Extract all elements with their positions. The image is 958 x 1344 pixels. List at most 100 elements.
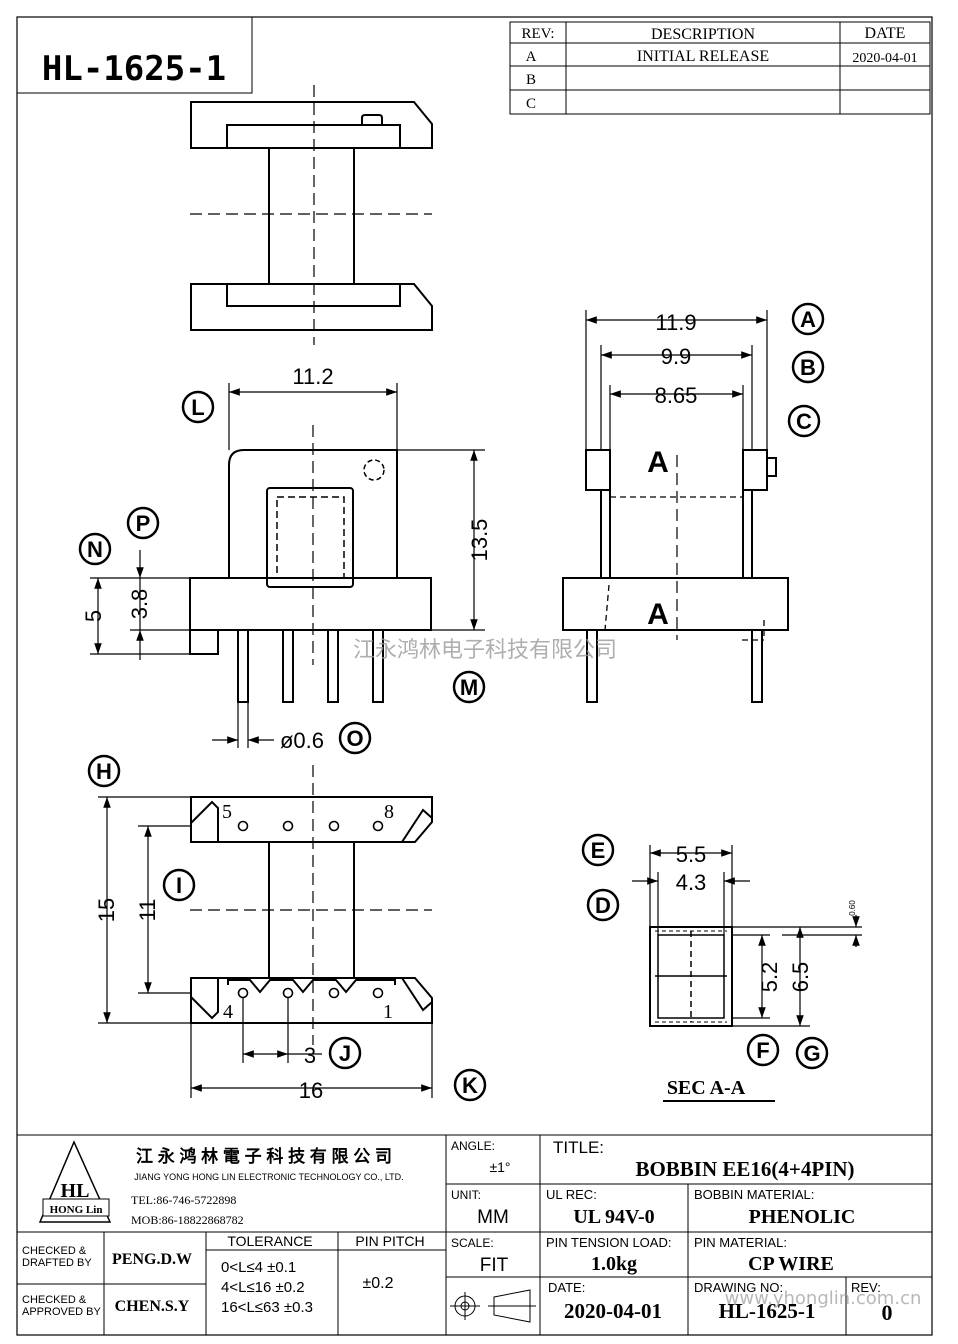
drawing-number: HL-1625-1 — [42, 49, 226, 89]
pin-number-4: 4 — [223, 1001, 233, 1023]
ul-rec-label: UL REC: — [546, 1187, 597, 1202]
callout-j: J — [328, 1036, 362, 1070]
pin-number-8: 8 — [384, 801, 394, 823]
callout-b: B — [791, 350, 825, 384]
pin-material-label: PIN MATERIAL: — [694, 1235, 787, 1250]
dim-6-5: 6.5 — [788, 962, 813, 993]
rev-row-a-date: 2020-04-01 — [852, 51, 917, 66]
callout-d: D — [586, 888, 620, 922]
angle-label: ANGLE: — [451, 1139, 495, 1153]
pin-material-value: CP WIRE — [748, 1253, 834, 1275]
rev-label: REV: — [851, 1280, 881, 1295]
top-view — [190, 101, 433, 331]
ul-rec-value: UL 94V-0 — [573, 1206, 654, 1228]
checked-drafted-label-1: CHECKED & — [22, 1245, 87, 1257]
callout-m: M — [452, 670, 486, 704]
bottom-view-dims — [98, 796, 433, 1098]
title-value: BOBBIN EE16(4+4PIN) — [635, 1157, 854, 1181]
projection-symbol — [450, 1289, 536, 1323]
callout-k: K — [453, 1068, 487, 1102]
drawing-no-value: HL-1625-1 — [719, 1299, 816, 1323]
callout-p: P — [126, 506, 160, 540]
watermark: 江永鸿林电子科技有限公司 — [353, 638, 617, 663]
bottom-view-pins — [237, 820, 384, 999]
bobbin-material-label: BOBBIN MATERIAL: — [694, 1187, 814, 1202]
rev-row-a-rev: A — [526, 49, 537, 65]
section-marker-bottom: A — [647, 598, 669, 631]
dim-13-5: 13.5 — [467, 519, 492, 562]
rev-header: REV: — [521, 26, 554, 42]
date-label: DATE: — [548, 1280, 585, 1295]
checked-approved-label-2: APPROVED BY — [22, 1306, 102, 1318]
dim-5: 5 — [81, 610, 106, 622]
tolerance-label: TOLERANCE — [227, 1233, 312, 1249]
section-view — [649, 926, 733, 1027]
tolerance-row-2: 4<L≤16 ±0.2 — [221, 1279, 305, 1296]
date-header: DATE — [865, 25, 906, 42]
dim-5-2: 5.2 — [757, 962, 782, 993]
company-name-en: JIANG YONG HONG LIN ELECTRONIC TECHNOLOG… — [134, 1172, 403, 1182]
dim-11-9: 11.9 — [655, 310, 696, 335]
pin-tension-value: 1.0kg — [591, 1253, 637, 1275]
approved-by-value: CHEN.S.Y — [115, 1298, 190, 1315]
callout-o: O — [338, 721, 372, 755]
callout-j-label: J — [339, 1041, 351, 1066]
callout-f: F — [746, 1033, 780, 1067]
revision-table — [509, 21, 931, 115]
front-view-window-hidden — [276, 496, 345, 579]
dim-15: 15 — [94, 898, 119, 922]
callout-g-label: G — [803, 1041, 820, 1066]
dim-9-9: 9.9 — [661, 344, 692, 369]
callout-l: L — [181, 390, 215, 424]
tolerance-row-3: 16<L≤63 ±0.3 — [221, 1299, 313, 1316]
callout-k-label: K — [462, 1073, 478, 1098]
bobbin-material-value: PHENOLIC — [749, 1206, 856, 1228]
callout-a: A — [791, 302, 825, 336]
checked-approved-label-1: CHECKED & — [22, 1294, 87, 1306]
scale-value: FIT — [480, 1255, 509, 1276]
dim-11: 11 — [135, 899, 160, 922]
dim-11-2: 11.2 — [292, 364, 333, 389]
callout-b-label: B — [800, 355, 816, 380]
rev-value: 0 — [882, 1300, 893, 1325]
callout-f-label: F — [756, 1038, 769, 1063]
callout-g: G — [795, 1036, 829, 1070]
unit-label: UNIT: — [451, 1188, 481, 1202]
section-marker-top: A — [647, 446, 669, 479]
logo-subtext: HONG Lin — [50, 1204, 103, 1216]
callout-e: E — [581, 833, 615, 867]
company-logo: HL HONG Lin — [38, 1140, 112, 1223]
title-label: TITLE: — [553, 1138, 604, 1157]
dim-5-5: 5.5 — [676, 842, 707, 867]
callout-h-label: H — [96, 759, 112, 784]
pin-tension-label: PIN TENSION LOAD: — [546, 1235, 671, 1250]
callout-a-label: A — [800, 307, 816, 332]
company-name-cn: 江 永 鸿 林 電 子 科 技 有 限 公 司 — [136, 1146, 392, 1166]
sheet-border — [16, 16, 933, 1336]
side-view — [562, 449, 789, 703]
side-view-dims — [585, 310, 768, 450]
company-mob: MOB:86-18822868782 — [131, 1213, 244, 1227]
callout-i-label: I — [176, 873, 182, 898]
tolerance-row-1: 0<L≤4 ±0.1 — [221, 1259, 296, 1276]
dim-0-60: 0.60 — [848, 900, 857, 916]
dim-4-3: 4.3 — [676, 870, 707, 895]
callout-o-label: O — [346, 726, 363, 751]
company-tel: TEL:86-746-5722898 — [131, 1193, 236, 1207]
callout-d-label: D — [595, 893, 611, 918]
callout-n-label: N — [87, 537, 103, 562]
pin-number-1: 1 — [383, 1001, 393, 1023]
drawing-number-box: HL-1625-1 — [16, 16, 253, 94]
dim-3-8: 3.8 — [127, 589, 152, 620]
pin1-mark-circle — [363, 459, 385, 481]
callout-p-label: P — [136, 511, 151, 536]
unit-value: MM — [477, 1207, 509, 1228]
checked-drafted-label-2: DRAFTED BY — [22, 1257, 92, 1269]
pin-pitch-value: ±0.2 — [362, 1275, 393, 1292]
url-watermark: www.yhonglin.com.cn — [725, 1288, 922, 1309]
callout-i: I — [162, 868, 196, 902]
title-block-grid — [17, 1134, 932, 1335]
drawing-no-label: DRAWING NO: — [694, 1280, 783, 1295]
scale-label: SCALE: — [451, 1236, 494, 1250]
